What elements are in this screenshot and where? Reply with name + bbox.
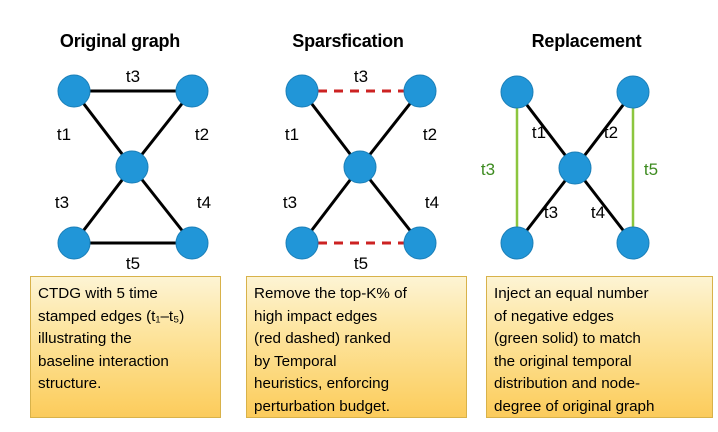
panel-sparsification: Sparsfication t3 t1 t2 t3 t4 t5 Remove t…: [228, 0, 468, 432]
caption-replacement: Inject an equal number of negative edges…: [486, 276, 713, 418]
node-bottom-left: [285, 226, 319, 260]
edge-label-lower-right: t4: [591, 203, 605, 222]
edge-label-upper-left: t1: [57, 125, 71, 144]
caption-line: baseline interaction: [38, 352, 169, 370]
caption-line: (red dashed) ranked: [254, 330, 391, 348]
edge-label-top: t3: [354, 67, 368, 86]
node-top-right: [616, 75, 650, 109]
caption-line: perturbation budget.: [254, 397, 390, 415]
caption-sparsification: Remove the top-K% of high impact edges (…: [246, 276, 467, 418]
caption-line: heuristics, enforcing: [254, 375, 390, 393]
caption-line: Inject an equal number: [494, 285, 649, 302]
node-top-left: [500, 75, 534, 109]
caption-line: the original temporal: [494, 352, 632, 370]
edge-label-left-vertical: t3: [481, 160, 495, 179]
caption-line: distribution and node-: [494, 375, 641, 393]
panel-title-replacement: Replacement: [531, 31, 642, 51]
node-top-left: [285, 74, 319, 108]
edge-label-bottom: t5: [126, 254, 140, 272]
edge-label-lower-left: t3: [283, 193, 297, 212]
caption-line: (green solid) to match: [494, 330, 641, 348]
edge-label-lower-left: t3: [55, 193, 69, 212]
caption-line: Remove the top-K% of: [254, 285, 407, 302]
panel-replacement: Replacement t3 t5 t1 t2 t3 t4 Inject: [455, 0, 718, 432]
graph-original: t3 t1 t2 t3 t4 t5: [55, 67, 211, 272]
panel-title-sparsification: Sparsfication: [292, 31, 404, 51]
caption-line: illustrating the: [38, 330, 132, 348]
edge-label-upper-right: t2: [423, 125, 437, 144]
node-bottom-left: [57, 226, 91, 260]
edge-label-lower-right: t4: [197, 193, 211, 212]
caption-line: degree of original graph: [494, 397, 655, 415]
caption-line: stamped edges (t₁–t₅): [38, 307, 185, 325]
edge-label-upper-left: t1: [532, 123, 546, 142]
edge-label-upper-right: t2: [195, 125, 209, 144]
node-center: [343, 150, 377, 184]
node-top-left: [57, 74, 91, 108]
node-bottom-right: [616, 226, 650, 260]
node-top-right: [403, 74, 437, 108]
node-bottom-right: [175, 226, 209, 260]
caption-line: CTDG with 5 time: [38, 285, 158, 302]
node-center: [558, 151, 592, 185]
caption-line: of negative edges: [494, 307, 614, 325]
node-bottom-right: [403, 226, 437, 260]
caption-original: CTDG with 5 time stamped edges (t₁–t₅) i…: [30, 276, 221, 418]
edge-label-lower-left: t3: [544, 203, 558, 222]
graph-replacement: t3 t5 t1 t2 t3 t4: [481, 75, 658, 260]
node-top-right: [175, 74, 209, 108]
caption-line: structure.: [38, 375, 102, 393]
edge-label-upper-right: t2: [604, 123, 618, 142]
edge-label-lower-right: t4: [425, 193, 439, 212]
caption-line: by Temporal: [254, 352, 337, 370]
edge-label-top: t3: [126, 67, 140, 86]
graph-sparsification: t3 t1 t2 t3 t4 t5: [283, 67, 439, 272]
caption-line: high impact edges: [254, 307, 378, 325]
node-bottom-left: [500, 226, 534, 260]
node-center: [115, 150, 149, 184]
edge-label-bottom: t5: [354, 254, 368, 272]
panel-original-graph: Original graph t3 t1 t2 t3 t4 t5 CTDG wi…: [0, 0, 240, 432]
edge-label-upper-left: t1: [285, 125, 299, 144]
edge-label-right-vertical: t5: [644, 160, 658, 179]
panel-title-original: Original graph: [59, 31, 181, 51]
